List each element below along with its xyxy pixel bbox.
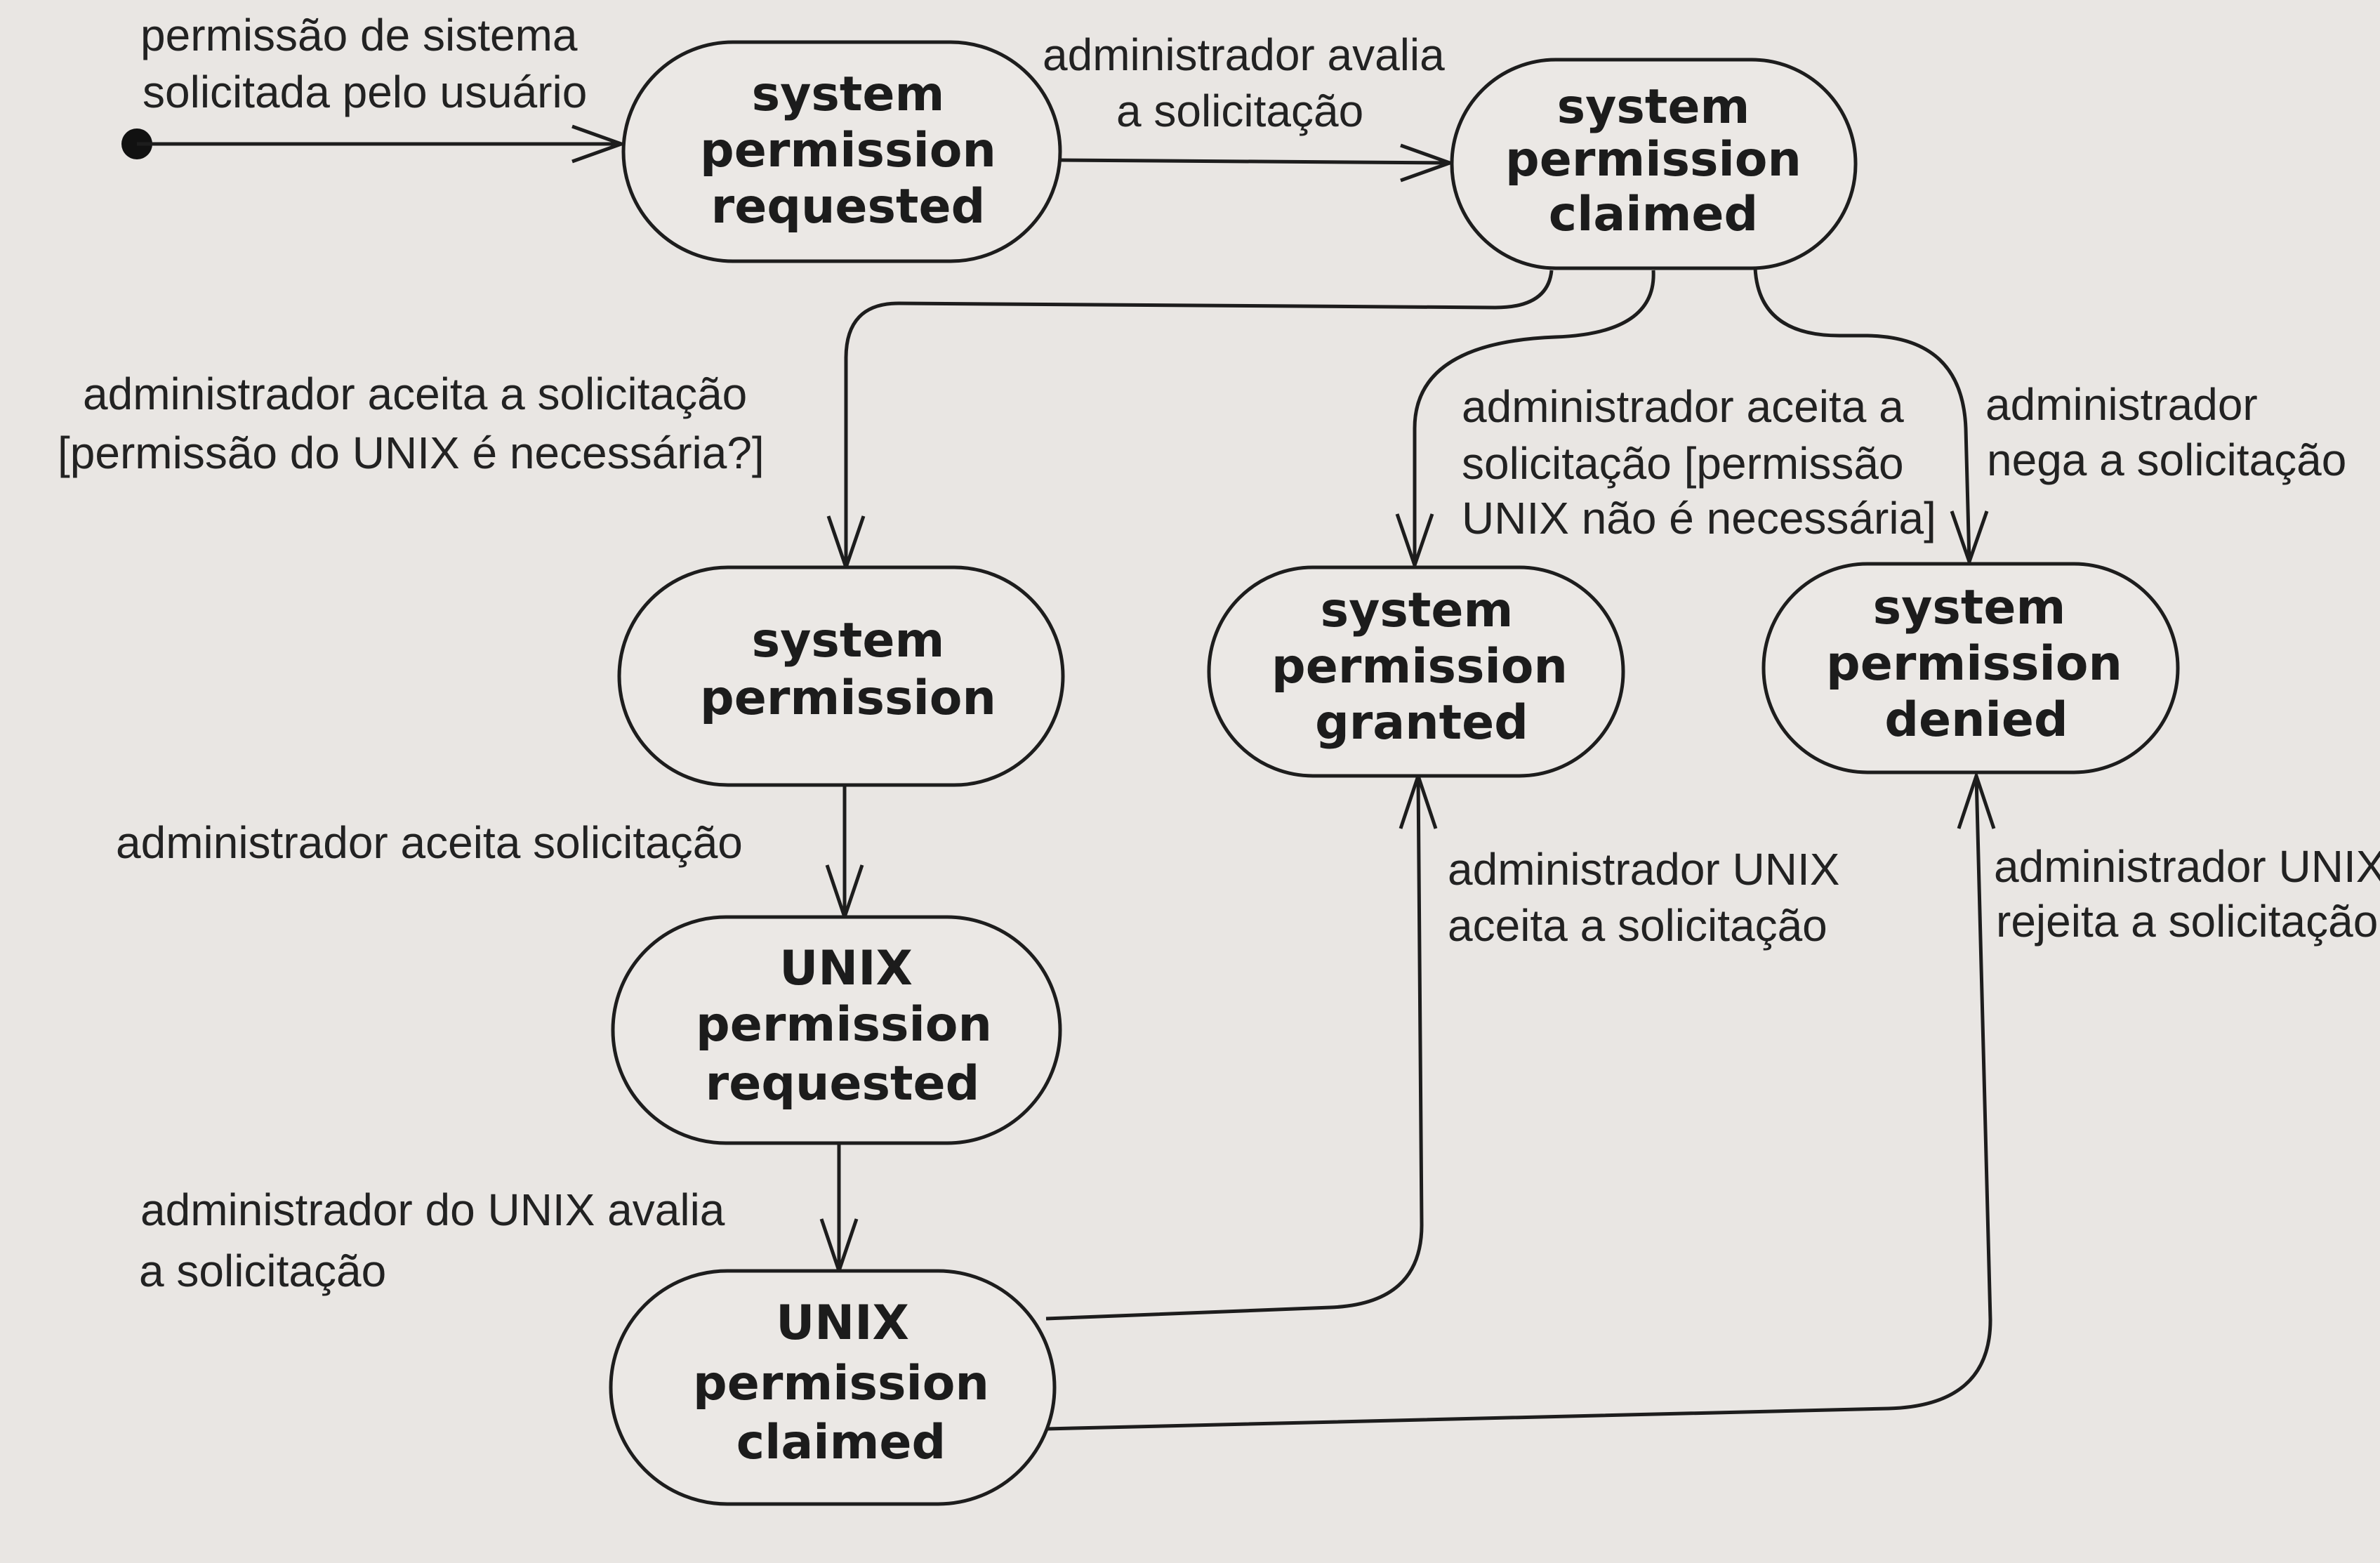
svg-text:UNIX não é necessária]: UNIX não é necessária]	[1462, 493, 1936, 543]
label-administrator-evaluates: administrador avalia a solicitação	[1043, 29, 1445, 136]
state-system-permission-granted: system permission granted	[1207, 565, 1625, 778]
arrowhead-initial-to-requested	[571, 124, 627, 164]
svg-text:aceita a solicitação: aceita a solicitação	[1448, 900, 1827, 951]
svg-text:permission: permission	[693, 1356, 989, 1411]
svg-text:denied: denied	[1884, 692, 2068, 748]
svg-text:permissão de sistema: permissão de sistema	[140, 10, 578, 60]
svg-text:system: system	[1321, 583, 1514, 638]
label-initial-transition: permissão de sistema solicitada pelo usu…	[140, 10, 587, 117]
svg-text:permission: permission	[1505, 132, 1801, 187]
svg-text:administrador avalia: administrador avalia	[1043, 29, 1445, 80]
svg-text:granted: granted	[1315, 695, 1528, 751]
state-system-permission-claimed: system permission claimed	[1450, 58, 1858, 270]
edge-claimed-to-granted	[1413, 270, 1655, 565]
label-administrator-denies: administrador nega a solicitação	[1985, 379, 2346, 485]
state-system-permission: system permission	[617, 565, 1065, 787]
svg-text:permission: permission	[700, 671, 996, 726]
label-accept-no-unix: administrador aceita a solicitação [perm…	[1462, 381, 1936, 543]
state-unix-permission-requested: UNIX permission requested	[611, 915, 1062, 1145]
svg-text:a solicitação: a solicitação	[139, 1246, 386, 1296]
svg-text:UNIX: UNIX	[779, 941, 913, 996]
state-system-permission-requested: system permission requested	[621, 40, 1062, 263]
label-accept-unix-needed: administrador aceita a solicitação [perm…	[58, 369, 765, 478]
svg-text:administrador aceita solicitaç: administrador aceita solicitação	[116, 817, 743, 868]
svg-text:administrador: administrador	[1985, 379, 2258, 430]
svg-text:administrador UNIX: administrador UNIX	[1994, 841, 2380, 892]
svg-text:administrador aceita a: administrador aceita a	[1462, 381, 1904, 432]
svg-text:solicitação [permissão: solicitação [permissão	[1462, 438, 1904, 489]
arrowhead-requested-to-claimed	[1400, 143, 1455, 183]
svg-text:permission: permission	[700, 123, 996, 178]
svg-text:administrador aceita a solicit: administrador aceita a solicitação	[83, 369, 747, 419]
svg-text:nega a solicitação: nega a solicitação	[1987, 435, 2346, 485]
edge-claimed-to-permission	[844, 270, 1554, 567]
svg-text:administrador UNIX: administrador UNIX	[1448, 844, 1839, 895]
label-unix-administrator-evaluates: administrador do UNIX avalia a solicitaç…	[139, 1185, 725, 1296]
arrowhead-unix-claimed-to-denied	[1957, 770, 1996, 829]
svg-text:solicitada pelo usuário: solicitada pelo usuário	[143, 67, 587, 117]
edge-unix-claimed-to-granted	[1045, 775, 1424, 1321]
arrowhead-claimed-to-granted	[1395, 513, 1434, 571]
svg-text:[permissão do UNIX é necessári: [permissão do UNIX é necessária?]	[58, 428, 765, 478]
arrowhead-claimed-to-denied	[1950, 510, 1989, 567]
svg-text:system: system	[1557, 79, 1750, 135]
label-administrator-accepts: administrador aceita solicitação	[116, 817, 743, 868]
svg-text:claimed: claimed	[1549, 187, 1758, 242]
svg-text:requested: requested	[706, 1056, 980, 1112]
svg-text:UNIX: UNIX	[776, 1295, 909, 1351]
label-unix-administrator-accepts: administrador UNIX aceita a solicitação	[1448, 844, 1839, 951]
svg-text:rejeita a solicitação: rejeita a solicitação	[1996, 896, 2378, 947]
svg-text:claimed: claimed	[736, 1415, 946, 1470]
svg-text:administrador do UNIX avalia: administrador do UNIX avalia	[140, 1185, 725, 1235]
svg-text:permission: permission	[1826, 636, 2122, 692]
svg-text:system: system	[752, 67, 945, 122]
svg-text:permission: permission	[1271, 639, 1568, 694]
label-unix-administrator-rejects: administrador UNIX rejeita a solicitação	[1994, 841, 2380, 947]
svg-text:system: system	[752, 613, 945, 668]
svg-text:a solicitação: a solicitação	[1116, 86, 1363, 136]
edge-claimed-to-denied	[1753, 268, 1971, 562]
svg-text:requested: requested	[711, 179, 986, 235]
svg-text:system: system	[1873, 580, 2066, 635]
svg-text:permission: permission	[696, 997, 992, 1053]
state-system-permission-denied: system permission denied	[1761, 562, 2180, 774]
edge-unix-claimed-to-denied	[1045, 775, 1992, 1431]
edge-requested-to-claimed	[1059, 158, 1450, 165]
state-unix-permission-claimed: UNIX permission claimed	[609, 1269, 1057, 1506]
